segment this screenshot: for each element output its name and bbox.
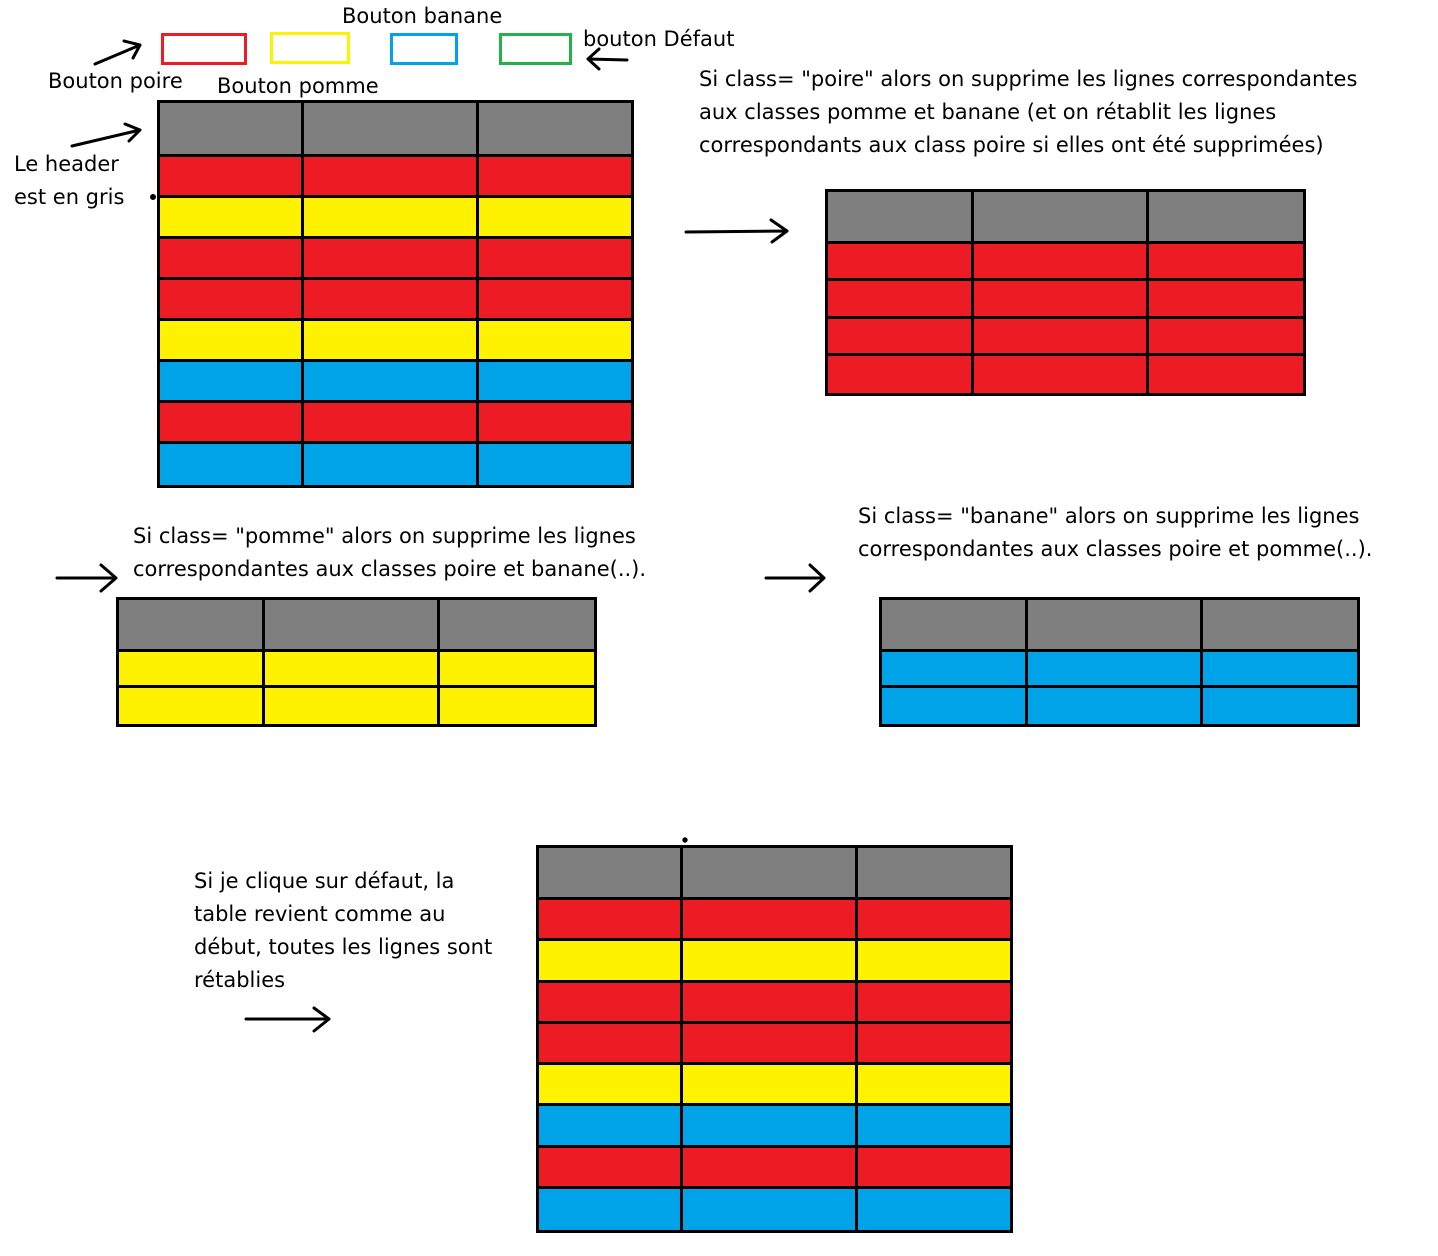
column-divider bbox=[262, 600, 265, 724]
table-row-pomme bbox=[119, 652, 594, 688]
banane-button[interactable] bbox=[390, 33, 458, 65]
table-row-pomme bbox=[539, 1065, 1010, 1107]
bouton-defaut-label: bouton Défaut bbox=[583, 27, 735, 51]
table-row-poire bbox=[828, 281, 1303, 319]
poire-note: Si class= "poire" alors on supprime les … bbox=[699, 67, 1358, 157]
table-row-poire bbox=[539, 1147, 1010, 1189]
banane-note: Si class= "banane" alors on supprime les… bbox=[858, 504, 1373, 561]
table-row-banane bbox=[160, 362, 631, 403]
defaut-restored-table bbox=[536, 845, 1013, 1233]
pomme-filtered-table bbox=[116, 597, 597, 727]
table-row-poire bbox=[539, 900, 1010, 942]
pomme-button[interactable] bbox=[270, 32, 350, 64]
table-row-poire bbox=[539, 1023, 1010, 1065]
table-row-poire bbox=[828, 355, 1303, 393]
column-divider bbox=[301, 103, 304, 485]
bouton-poire-label: Bouton poire bbox=[48, 69, 183, 93]
table-row-poire bbox=[160, 280, 631, 321]
table-row-poire bbox=[160, 239, 631, 280]
table-row-pomme bbox=[160, 321, 631, 362]
table-header-row bbox=[160, 103, 631, 157]
table-row-banane bbox=[882, 652, 1357, 688]
table-row-poire bbox=[160, 157, 631, 198]
table-row-poire bbox=[828, 318, 1303, 356]
table-row-banane bbox=[539, 1188, 1010, 1230]
table-row-banane bbox=[882, 688, 1357, 724]
table-header-row bbox=[539, 848, 1010, 900]
column-divider bbox=[680, 848, 683, 1230]
column-divider bbox=[1025, 600, 1028, 724]
table-row-pomme bbox=[119, 688, 594, 724]
bouton-pomme-label: Bouton pomme bbox=[217, 74, 379, 98]
header-note-line2: est en gris bbox=[14, 185, 125, 209]
column-divider bbox=[855, 848, 858, 1230]
table-header-row bbox=[828, 192, 1303, 244]
bouton-banane-label: Bouton banane bbox=[342, 4, 503, 28]
header-note-line1: Le header bbox=[14, 152, 119, 176]
column-divider bbox=[1200, 600, 1203, 724]
table-header-row bbox=[882, 600, 1357, 652]
table-row-pomme bbox=[160, 198, 631, 239]
poire-filtered-table bbox=[825, 189, 1306, 396]
table-row-poire bbox=[160, 403, 631, 444]
banane-filtered-table bbox=[879, 597, 1360, 727]
column-divider bbox=[971, 192, 974, 393]
table-header-row bbox=[119, 600, 594, 652]
table-row-banane bbox=[539, 1106, 1010, 1148]
defaut-note: Si je clique sur défaut, la table revien… bbox=[194, 869, 493, 992]
defaut-button[interactable] bbox=[499, 33, 572, 65]
table-row-banane bbox=[160, 444, 631, 485]
column-divider bbox=[437, 600, 440, 724]
table-row-poire bbox=[539, 982, 1010, 1024]
table-row-pomme bbox=[539, 941, 1010, 983]
pomme-note: Si class= "pomme" alors on supprime les … bbox=[133, 524, 647, 581]
table-row-poire bbox=[828, 244, 1303, 282]
column-divider bbox=[1146, 192, 1149, 393]
initial-table bbox=[157, 100, 634, 488]
column-divider bbox=[476, 103, 479, 485]
poire-button[interactable] bbox=[161, 33, 247, 65]
